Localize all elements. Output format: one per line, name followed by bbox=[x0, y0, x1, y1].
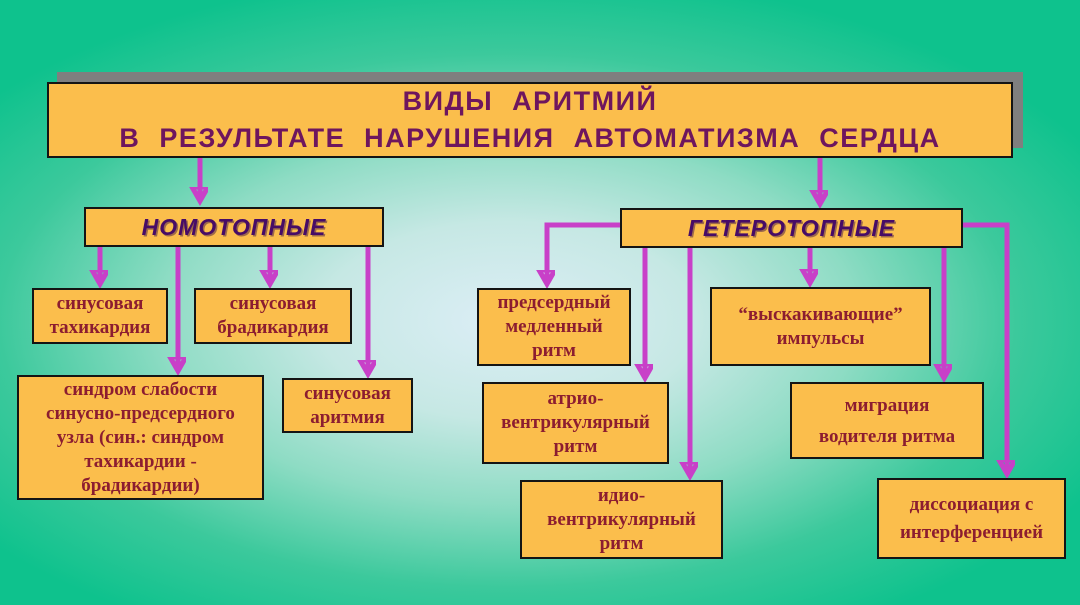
arrow-heterotopic-to-dissociation bbox=[960, 222, 1007, 474]
branch-nomotopic: НОМОТОПНЫЕ bbox=[84, 207, 384, 247]
node-atrial-slow-rhythm: предсердный медленный ритм bbox=[477, 288, 631, 366]
node-sinus-tachycardia: синусовая тахикардия bbox=[32, 288, 168, 344]
node-escape-impulses: “выскакивающие” импульсы bbox=[710, 287, 931, 366]
arrow-heterotopic-to-atrial-slow bbox=[547, 222, 622, 284]
node-pacemaker-migration: миграция водителя ритма bbox=[790, 382, 984, 459]
branch-heterotopic: ГЕТЕРОТОПНЫЕ bbox=[620, 208, 963, 248]
diagram-title: ВИДЫ АРИТМИЙ В РЕЗУЛЬТАТЕ НАРУШЕНИЯ АВТО… bbox=[47, 82, 1013, 158]
node-dissociation-interference: диссоциация с интерференцией bbox=[877, 478, 1066, 559]
node-atrioventricular-rhythm: атрио- вентрикулярный ритм bbox=[482, 382, 669, 464]
node-sinus-bradycardia: синусовая брадикардия bbox=[194, 288, 352, 344]
node-sinus-arrhythmia: синусовая аритмия bbox=[282, 378, 413, 433]
node-sick-sinus-syndrome: синдром слабости синусно-предсердного уз… bbox=[17, 375, 264, 500]
node-idioventricular-rhythm: идио- вентрикулярный ритм bbox=[520, 480, 723, 559]
